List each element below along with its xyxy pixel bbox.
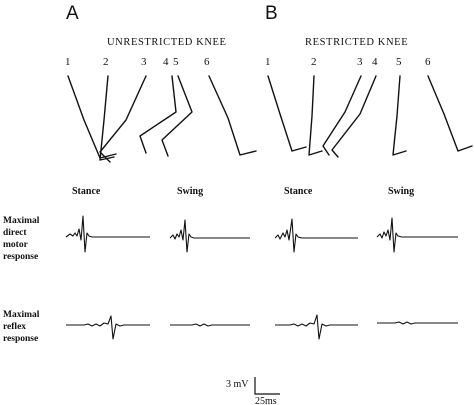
scale-bar-time-label: 25ms [255,396,277,405]
row-label-reflex-response: Maximal reflex response [3,310,40,344]
frame-number-b6: 6 [425,56,431,68]
frame-number-a6: 6 [204,56,210,68]
frame-number-b4: 4 [372,56,378,68]
stick-figure-a4 [139,75,177,154]
stick-figure-b2 [308,75,323,156]
reflex-response-traces [66,314,458,340]
stick-figure-b3 [322,75,362,156]
row-label-motor-line-2: direct [3,228,27,238]
frame-number-b2: 2 [311,56,317,68]
frame-number-a3: 3 [141,56,147,68]
scale-bar-lines [254,377,280,395]
scale-bar-voltage-label: 3 mV [226,379,249,390]
phase-label-swing-b: Swing [388,186,414,197]
trace-reflex-stance-a [66,315,150,340]
frame-number-a4: 4 [163,56,169,68]
stick-figure-a5 [161,75,193,157]
motor-response-traces [65,215,458,253]
trace-reflex-swing-a [170,323,250,327]
row-label-reflex-line-2: reflex [3,322,26,332]
frame-number-b5: 5 [396,56,402,68]
scale-bar: 3 mV 25ms [226,377,280,405]
stick-figure-a3 [99,75,147,163]
trace-reflex-swing-b [377,321,458,325]
phase-label-stance-a: Stance [72,186,101,197]
row-label-motor-line-3: motor [3,240,29,250]
trace-motor-swing-b [376,217,458,253]
phase-label-stance-b: Stance [284,186,313,197]
row-label-motor-line-1: Maximal [3,216,40,226]
frame-number-a5: 5 [173,56,179,68]
stick-figure-b4 [331,75,377,158]
stick-figure-a6 [208,75,257,156]
stick-figures-restricted [267,75,473,158]
row-label-reflex-line-1: Maximal [3,310,40,320]
phase-label-swing-a: Swing [177,186,203,197]
row-label-motor-line-4: response [3,252,38,262]
title-restricted-knee: RESTRICTED KNEE [305,37,408,48]
stick-figure-a1 [67,75,117,159]
trace-motor-stance-b [274,218,358,253]
stick-figure-a2 [99,75,115,161]
panel-letter-a: A [66,3,79,24]
stick-figures-unrestricted [67,75,257,163]
frame-number-b1: 1 [265,56,271,68]
stick-figure-b5 [392,75,407,156]
title-unrestricted-knee: UNRESTRICTED KNEE [107,37,227,48]
trace-motor-swing-a [169,219,250,253]
frame-number-b3: 3 [357,56,363,68]
panel-letter-b: B [265,3,278,24]
trace-reflex-stance-b [275,314,358,340]
frame-number-a1: 1 [65,56,71,68]
frame-number-a2: 2 [103,56,109,68]
row-label-reflex-line-3: response [3,334,38,344]
trace-motor-stance-a [65,215,150,253]
row-label-motor-response: Maximal direct motor response [3,216,40,262]
stick-figure-b1 [267,75,307,152]
stick-figure-b6 [427,75,473,152]
